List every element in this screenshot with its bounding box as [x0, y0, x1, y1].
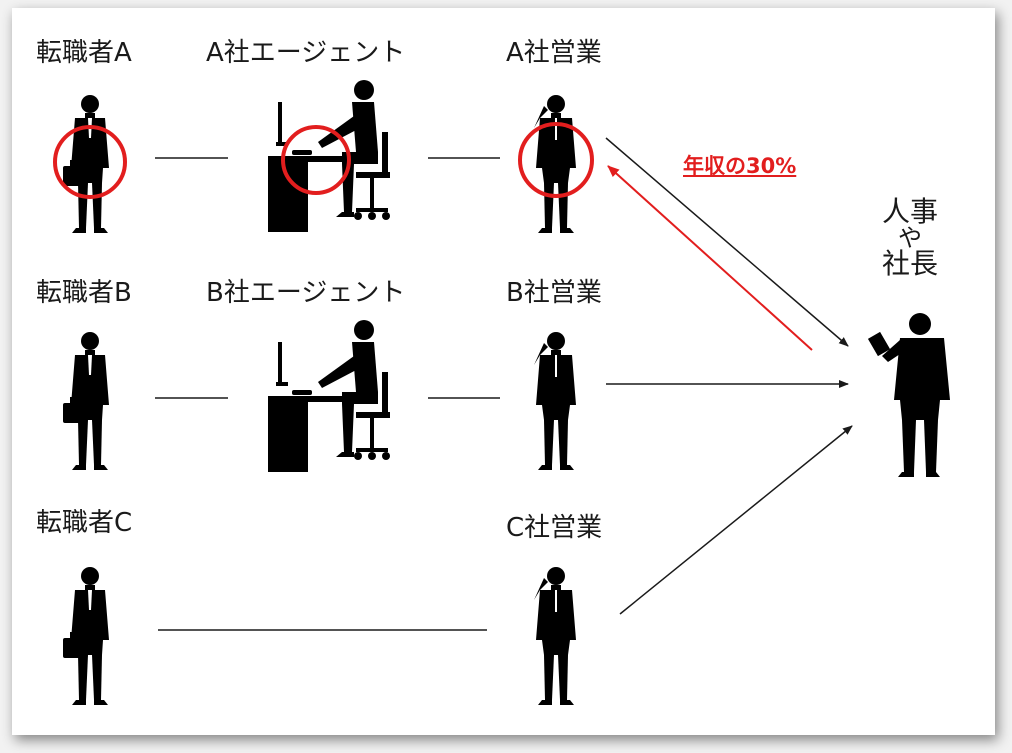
fee-label: 年収の30%	[683, 154, 797, 178]
candidate-c-figure	[62, 566, 110, 706]
arrow-c-to-exec	[619, 425, 853, 615]
slide-canvas	[12, 8, 995, 735]
agent-b-figure	[266, 318, 392, 474]
candidate-b-label: 転職者B	[36, 278, 132, 308]
candidate-a-figure	[62, 94, 110, 234]
highlight-circle-sales-a	[518, 122, 594, 198]
agent-b-label: B社エージェント	[206, 278, 406, 308]
executive-label: 人事 や 社長	[870, 198, 950, 278]
agent-a-figure	[266, 78, 392, 234]
candidate-b-figure	[62, 331, 110, 471]
agent-a-label: A社エージェント	[206, 38, 406, 68]
candidate-c-label: 転職者C	[36, 508, 133, 538]
fee-arrow	[607, 165, 813, 351]
executive-label-line1: 人事	[881, 195, 938, 228]
sales-a-figure	[534, 95, 576, 233]
executive-figure	[867, 313, 950, 477]
arrow-a-to-exec	[605, 137, 849, 347]
sales-b-figure	[534, 332, 576, 470]
sales-a-label: A社営業	[506, 38, 602, 68]
sales-c-label: C社営業	[506, 513, 603, 543]
sales-c-figure	[534, 567, 576, 705]
candidate-a-label: 転職者A	[36, 38, 132, 68]
executive-label-line2: や	[898, 224, 922, 252]
executive-label-line3: 社長	[881, 247, 938, 280]
highlight-circle-agent-a	[281, 125, 351, 195]
sales-b-label: B社営業	[506, 278, 602, 308]
highlight-circle-candidate-a	[53, 125, 127, 199]
